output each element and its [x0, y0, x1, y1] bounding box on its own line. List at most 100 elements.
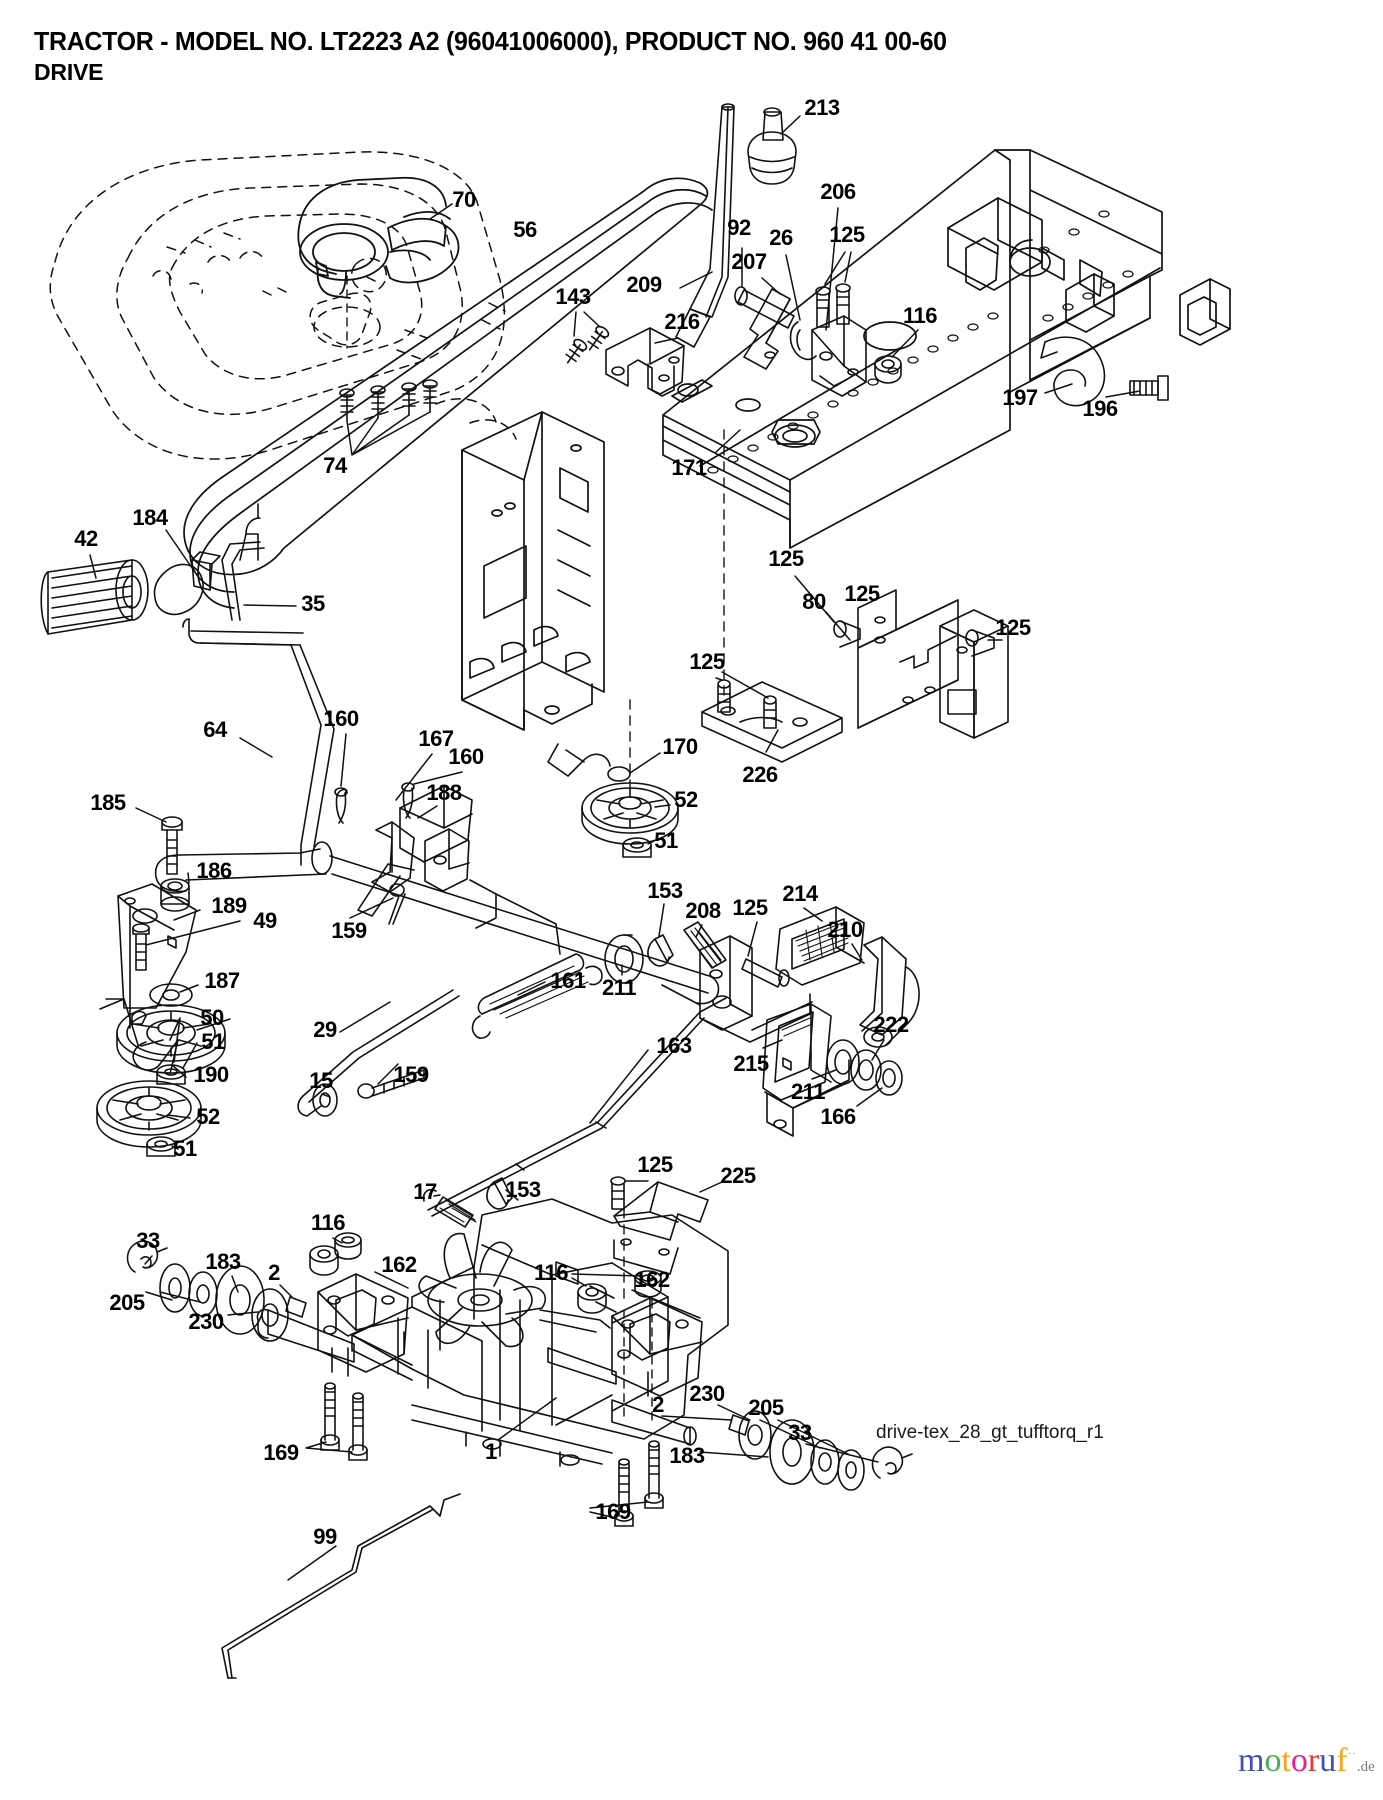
callout-187: 187: [204, 968, 240, 993]
part-189-idler-arm: [117, 883, 197, 1029]
callout-216: 216: [664, 309, 700, 334]
callout-52-a: 52: [674, 787, 698, 812]
part-116-nuts-right: [571, 1270, 662, 1314]
part-143-screws: [565, 311, 610, 364]
part-211-washer-center: [604, 934, 644, 984]
part-49-bolt: [132, 923, 150, 971]
part-230-washer-left: [251, 1288, 289, 1342]
leader-188: [417, 805, 438, 819]
part-211-166-222-washers: [811, 1039, 903, 1107]
part-162-mount-left: [317, 1273, 409, 1377]
part-208-spring: [683, 921, 727, 969]
part-197-clip: [1040, 336, 1106, 407]
callout-213: 213: [804, 95, 840, 120]
callout-196: 196: [1082, 396, 1118, 421]
leader-116-upper: [891, 329, 919, 358]
part-116-nuts-left: [309, 1232, 362, 1276]
leader-33a: [144, 1255, 153, 1265]
leader-2b: [661, 1415, 733, 1421]
leader-189: [173, 909, 201, 921]
leader-162a: [374, 1271, 409, 1289]
leader-205a: [145, 1291, 201, 1303]
callout-50: 50: [200, 1005, 224, 1030]
callout-74: 74: [323, 453, 347, 478]
leader-159a: [349, 897, 394, 919]
callout-214: 214: [782, 881, 818, 906]
watermark-letter: o: [1290, 1742, 1308, 1779]
part-17-spring: [422, 1188, 477, 1228]
callout-205-b: 205: [748, 1395, 784, 1420]
drawing-code-caption: drive-tex_28_gt_tufftorq_r1: [876, 1422, 1104, 1443]
part-205-washers-right: [810, 1439, 865, 1491]
callout-51-a: 51: [654, 828, 678, 853]
leader-166: [856, 1087, 883, 1107]
part-125-bolts-bracket: [715, 575, 1003, 729]
callout-159-a: 159: [331, 918, 367, 943]
leader-15: [321, 1093, 331, 1098]
callout-52-b: 52: [196, 1104, 220, 1129]
leader-209: [679, 271, 713, 289]
callout-208: 208: [685, 898, 721, 923]
leader-33b: [805, 1443, 879, 1463]
part-35-64-rod: [154, 503, 335, 893]
callout-125-d: 125: [995, 615, 1031, 640]
callout-188: 188: [426, 780, 462, 805]
leader-143: [573, 311, 601, 337]
leader-169b: [589, 1501, 649, 1519]
part-125-bolts-upper: [815, 251, 852, 328]
callout-2-a: 2: [268, 1260, 280, 1285]
leader-215: [762, 1039, 783, 1049]
callout-184: 184: [132, 505, 168, 530]
diagram-header: TRACTOR - MODEL NO. LT2223 A2 (960410060…: [34, 26, 1364, 86]
leader-170: [629, 752, 661, 774]
part-153-clips: [486, 903, 674, 1210]
motoruf-watermark: motoruf··.de: [1238, 1744, 1375, 1785]
leader-162b: [631, 1289, 701, 1319]
part-29-rod: [297, 989, 460, 1117]
callout-226: 226: [742, 762, 778, 787]
leader-171: [715, 429, 741, 453]
callout-207: 207: [731, 249, 767, 274]
part-207-link: [743, 288, 791, 370]
callout-51-b: 51: [201, 1029, 225, 1054]
watermark-letter: o: [1264, 1742, 1282, 1779]
centerline-162-right: [623, 1299, 653, 1421]
leader-197: [1044, 383, 1073, 394]
leader-216: [654, 337, 679, 344]
watermark-suffix: .de: [1356, 1759, 1375, 1775]
part-214-pedal: [775, 906, 865, 986]
leader-2a: [279, 1284, 293, 1298]
left-axle-hardware: [126, 1240, 307, 1342]
callout-99: 99: [313, 1524, 337, 1549]
callout-33-b: 33: [788, 1420, 812, 1445]
leader-205b: [759, 1419, 849, 1455]
callout-197: 197: [1002, 385, 1038, 410]
callout-162-b: 162: [634, 1267, 670, 1292]
callout-166: 166: [820, 1104, 856, 1129]
callout-153-b: 153: [505, 1177, 541, 1202]
leader-70: [429, 203, 453, 220]
part-15-washer: [312, 1083, 338, 1117]
watermark-letters: motoruf: [1238, 1742, 1348, 1779]
leader-125-226: [715, 671, 769, 699]
callout-230-a: 230: [188, 1309, 224, 1334]
callout-64: 64: [203, 717, 227, 742]
leader-213: [780, 115, 801, 135]
callout-35: 35: [301, 591, 325, 616]
part-186-bushing: [160, 878, 190, 912]
callout-183-b: 183: [669, 1443, 705, 1468]
leader-99: [287, 1545, 337, 1581]
leader-116b: [332, 1237, 343, 1244]
callout-170: 170: [662, 734, 698, 759]
leader-187: [179, 984, 199, 993]
leader-208: [695, 924, 703, 938]
callout-230-b: 230: [689, 1381, 725, 1406]
part-2-key-left: [285, 1296, 307, 1318]
part-50-pulley: [116, 1004, 226, 1074]
leader-42: [89, 554, 97, 579]
part-190-spring-clip: [99, 998, 181, 1075]
callout-190: 190: [193, 1062, 229, 1087]
leader-52a: [654, 804, 671, 808]
